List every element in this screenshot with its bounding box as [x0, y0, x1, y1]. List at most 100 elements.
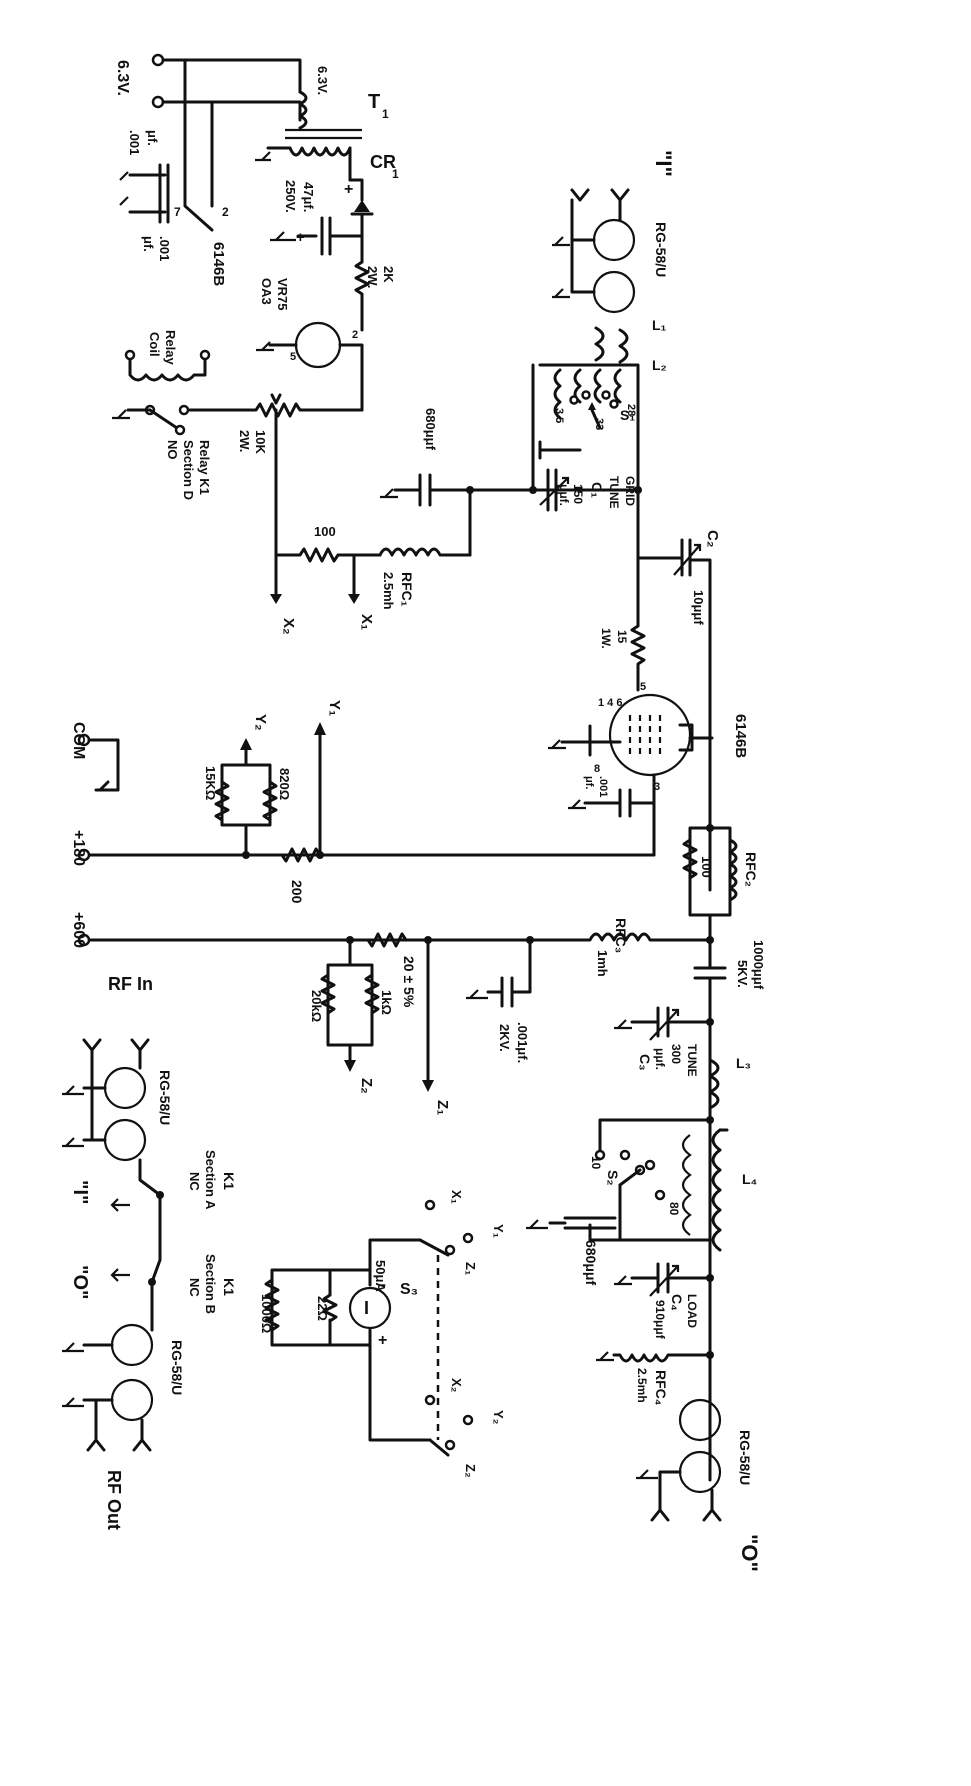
svg-text:Section A: Section A [203, 1150, 218, 1210]
svg-text:20kΩ: 20kΩ [309, 990, 324, 1022]
svg-text:μf.: μf. [145, 130, 160, 146]
svg-text:2W.: 2W. [365, 266, 380, 288]
svg-text:820Ω: 820Ω [277, 768, 292, 800]
label-relay-coil: Relay [163, 330, 178, 365]
svg-text:μμf.: μμf. [557, 484, 571, 506]
svg-text:+: + [296, 229, 305, 246]
svg-text:910μμf: 910μμf [653, 1300, 667, 1340]
label-s3: S₃ [400, 1281, 418, 1298]
svg-text:3: 3 [654, 781, 660, 793]
svg-text:Coil: Coil [147, 332, 162, 357]
svg-text:33: 33 [593, 418, 605, 430]
label-relay-k1-section-d: Relay K1 [197, 440, 212, 495]
svg-text:2.5mh: 2.5mh [381, 572, 396, 610]
svg-text:10μμf: 10μμf [691, 590, 706, 625]
svg-text:NC: NC [187, 1278, 202, 1297]
label-x2: X₂ [280, 618, 297, 635]
svg-text:2KV.: 2KV. [497, 1024, 512, 1052]
label-rg58u-rf-out: RG-58/U [169, 1340, 185, 1395]
svg-text:μμf.: μμf. [653, 1048, 667, 1070]
svg-text:2: 2 [222, 205, 229, 219]
label-y1: Y₁ [326, 700, 343, 716]
label-plus-180: +180 [70, 830, 87, 866]
meter-switch-s3: I - + 50μA 22Ω 1000Ω S₃ X₁ Y₁ Z₁ X₂ Y₂ Z… [259, 1190, 506, 1478]
label-rfc3: RFC₃ [613, 918, 629, 953]
svg-text:.001: .001 [597, 776, 609, 797]
svg-text:2.5mh: 2.5mh [635, 1368, 649, 1403]
svg-text:.001: .001 [157, 236, 172, 261]
label-resistor-2k: 2K [381, 266, 396, 283]
svg-text:.001: .001 [127, 130, 142, 155]
label-load: LOAD [685, 1294, 699, 1328]
label-cr1: CR [370, 152, 396, 172]
relay-k1-coax: RG-58/U RF In K1 Section A NC K1 Section… [62, 974, 237, 1530]
svg-text:1 4 6: 1 4 6 [598, 697, 622, 709]
svg-text:5KV.: 5KV. [735, 960, 750, 988]
grid-circuit: 100 RFC₁ 2.5mh X₂ X₁ 680μμf C₁ 150 μμf. … [270, 150, 676, 635]
svg-text:NC: NC [187, 1172, 202, 1191]
label-i-input: "I" [651, 150, 676, 177]
diode-cr1 [354, 200, 370, 212]
svg-text:5: 5 [290, 351, 296, 363]
plate-circuit: RFC₂ 100 +600 RFC₃ 1mh .001μf. 2KV. 20 ±… [70, 824, 766, 1572]
svg-text:Z₂: Z₂ [463, 1464, 478, 1478]
main-tube-stage: 15 1W. 1 4 6 5 8 3 6146B .001 μf. C₂ 10μ… [548, 488, 749, 892]
terminal-plus-180[interactable] [77, 848, 91, 862]
label-tube-6146b-heater: 6146B [210, 242, 227, 286]
label-c2: C₂ [704, 530, 721, 548]
label-cap-1000uuf: 1000μμf [751, 940, 766, 990]
label-l3: L₃ [736, 1055, 751, 1071]
label-rf-in: RF In [108, 974, 153, 994]
svg-text:Section D: Section D [181, 440, 196, 500]
svg-text:Section B: Section B [203, 1254, 218, 1314]
svg-text:7: 7 [174, 205, 181, 219]
label-z2: Z₂ [358, 1078, 375, 1094]
label-k1-section-a: K1 [221, 1172, 237, 1190]
svg-text:+: + [378, 1332, 387, 1349]
svg-text:OA3: OA3 [259, 278, 274, 305]
label-rf-out: RF Out [104, 1470, 124, 1530]
svg-text:2W.: 2W. [237, 430, 252, 452]
label-resistor-100: 100 [314, 524, 336, 539]
tube-6146b [608, 693, 692, 777]
label-t1: T [368, 91, 380, 113]
label-6v3-transformer: 6.3V. [315, 66, 330, 95]
label-s2: S₂ [605, 1170, 621, 1186]
svg-text:μf.: μf. [583, 776, 595, 789]
label-i-relay: "I" [69, 1180, 91, 1205]
svg-text:X₂: X₂ [449, 1378, 464, 1393]
vr75-tube [294, 321, 342, 369]
label-rfc1: RFC₁ [399, 572, 415, 607]
svg-text:250V.: 250V. [283, 180, 298, 213]
label-z1: Z₁ [434, 1100, 451, 1115]
svg-text:3.5: 3.5 [553, 408, 565, 423]
svg-text:TUNE: TUNE [607, 476, 621, 509]
label-rg58u-input-coax: RG-58/U [653, 222, 669, 277]
label-c1: C₁ [589, 482, 605, 498]
svg-text:100: 100 [699, 856, 714, 878]
label-vr75: VR75 [275, 278, 290, 311]
terminal-plus-600[interactable] [77, 933, 91, 947]
svg-text:1W.: 1W. [599, 628, 613, 649]
label-resistor-20: 20 ± 5% [401, 956, 417, 1008]
label-tube-6146b: 6146B [732, 714, 749, 758]
svg-text:22Ω: 22Ω [315, 1296, 330, 1321]
svg-text:1000Ω: 1000Ω [259, 1294, 274, 1333]
svg-text:5: 5 [640, 681, 646, 693]
svg-text:150: 150 [571, 484, 585, 504]
svg-text:1: 1 [392, 167, 399, 181]
svg-text:8: 8 [594, 763, 600, 775]
svg-text:X₁: X₁ [449, 1190, 464, 1204]
svg-text:-: - [380, 1274, 386, 1294]
label-plus-600: +600 [70, 912, 87, 948]
screen-supply: +180 200 Y₁ Y₂ 820Ω 15KΩ COM [70, 700, 656, 904]
label-cap-001uf-2kv: .001μf. [515, 1022, 530, 1063]
filament-supply: 6.3V. 6.3V. T 1 CR 1 + 47μf. 250V. + .00… [114, 53, 399, 286]
svg-text:1: 1 [382, 107, 389, 121]
svg-text:80: 80 [667, 1202, 681, 1216]
svg-text:Y₁: Y₁ [491, 1224, 506, 1238]
label-rfc2: RFC₂ [743, 852, 759, 887]
label-6v3-terminals: 6.3V. [114, 60, 131, 96]
label-c3: C₃ [637, 1054, 653, 1071]
